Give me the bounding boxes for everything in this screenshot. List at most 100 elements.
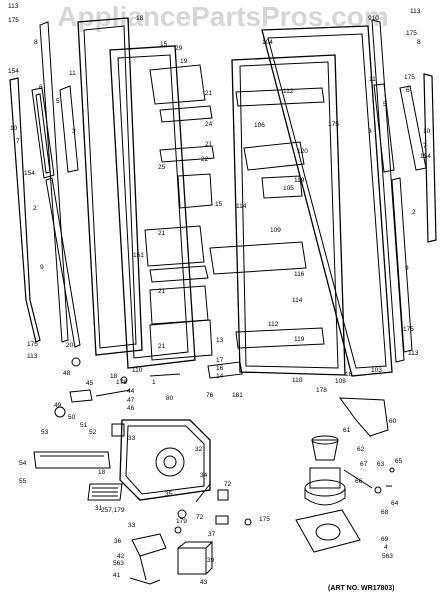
fresh-food-door-outer-panel[interactable]	[261, 25, 393, 377]
dispenser-housing[interactable]	[119, 419, 211, 501]
callout-44: 44	[127, 388, 135, 395]
left-door-handle-lower[interactable]	[59, 85, 79, 173]
callout-7: 7	[16, 138, 20, 145]
callout-7: 7	[423, 143, 427, 150]
freezer-door-outer-panel[interactable]	[77, 17, 143, 356]
callout-154: 154	[24, 170, 35, 177]
callout-175: 175	[404, 74, 415, 81]
callout-18: 18	[345, 371, 353, 378]
callout-62: 62	[357, 446, 365, 453]
left-door-handle-upper[interactable]	[31, 87, 55, 179]
callout-35: 35	[165, 491, 173, 498]
dispenser-small-parts[interactable]	[54, 357, 243, 437]
callout-37: 37	[208, 531, 216, 538]
left-gasket-strip-inner[interactable]	[39, 21, 69, 343]
callout-54: 54	[19, 460, 27, 467]
left-vertical-trim[interactable]	[45, 177, 81, 348]
callout-178: 178	[316, 387, 327, 394]
callout-113: 113	[408, 350, 419, 357]
callout-120: 120	[297, 148, 308, 155]
motor-assembly[interactable]	[304, 467, 346, 506]
callout-11: 11	[69, 70, 76, 77]
fresh-food-door-liner[interactable]	[231, 54, 346, 376]
callout-113: 113	[410, 8, 421, 15]
callout-32: 32	[195, 446, 203, 453]
callout-69: 69	[381, 536, 389, 543]
fresh-food-door-shelves[interactable]	[209, 87, 325, 349]
callout-16: 16	[216, 365, 224, 372]
left-gasket-strip-outer[interactable]	[9, 77, 41, 343]
motor-bracket-plate[interactable]	[295, 509, 361, 553]
callout-66: 66	[355, 478, 363, 485]
tubing-fittings[interactable]	[129, 483, 252, 585]
freezer-door-liner[interactable]	[109, 45, 196, 369]
callout-154: 154	[420, 153, 431, 160]
callout-119: 119	[294, 177, 305, 184]
callout-175: 175	[406, 30, 417, 37]
callout-116: 116	[294, 271, 305, 278]
wire-connectors[interactable]	[343, 467, 395, 494]
callout-178: 178	[116, 379, 127, 386]
callout-105: 105	[283, 185, 294, 192]
dispenser-cover-panel[interactable]	[33, 451, 111, 469]
callout-109: 109	[270, 227, 281, 234]
callout-910: 910	[368, 15, 379, 22]
callout-21: 21	[205, 141, 213, 148]
callout-6: 6	[406, 87, 410, 94]
callout-55: 55	[19, 478, 27, 485]
callout-4: 4	[384, 544, 388, 551]
callout-10: 10	[10, 125, 18, 132]
callout-48: 48	[63, 370, 71, 377]
callout-9: 9	[40, 264, 44, 271]
callout-3: 3	[368, 128, 372, 135]
freezer-door-shelves[interactable]	[144, 64, 215, 361]
right-door-handle-upper[interactable]	[373, 83, 395, 173]
callout-43: 43	[200, 579, 208, 586]
callout-46: 46	[127, 405, 135, 412]
right-gasket-strip-outer[interactable]	[391, 73, 437, 353]
mounting-bracket[interactable]	[338, 397, 389, 437]
callout-65: 65	[395, 458, 403, 465]
right-gasket-strip-inner[interactable]	[371, 19, 405, 363]
callout-9: 9	[405, 265, 409, 272]
callout-151: 151	[133, 252, 144, 259]
callout-11: 11	[369, 76, 376, 83]
callout-175: 175	[8, 17, 19, 24]
water-valve-box[interactable]	[177, 541, 214, 575]
drip-tray[interactable]	[87, 483, 123, 501]
callout-21: 21	[158, 288, 166, 295]
callout-110: 110	[132, 367, 143, 374]
callout-20: 20	[66, 342, 74, 349]
callout-113: 113	[27, 353, 38, 360]
callout-10: 10	[423, 128, 431, 135]
callout-112: 112	[268, 321, 279, 328]
callout-13: 13	[216, 337, 224, 344]
callout-24: 24	[205, 121, 213, 128]
callout-175: 175	[27, 341, 38, 348]
callout-8: 8	[34, 39, 38, 46]
callout-51: 51	[80, 422, 88, 429]
water-valve-bracket[interactable]	[131, 533, 167, 581]
callout-114: 114	[292, 297, 303, 304]
callout-8: 8	[417, 39, 421, 46]
callout-21: 21	[158, 343, 166, 350]
callout-175: 175	[328, 121, 339, 128]
callout-5: 5	[383, 101, 387, 108]
callout-113: 113	[8, 3, 19, 10]
callout-3: 3	[72, 128, 76, 135]
callout-175: 175	[403, 326, 414, 333]
callout-42: 42	[117, 553, 125, 560]
callout-76: 76	[206, 392, 214, 399]
callout-103: 103	[371, 367, 382, 374]
callout-154: 154	[8, 68, 19, 75]
callout-39: 39	[207, 557, 215, 564]
callout-52: 52	[89, 429, 97, 436]
callout-68: 68	[381, 509, 389, 516]
callout-114: 114	[236, 203, 247, 210]
callout-67: 67	[360, 461, 368, 468]
callout-41: 41	[113, 572, 121, 579]
callout-61: 61	[343, 427, 351, 434]
ice-maker-cup[interactable]	[311, 435, 339, 461]
